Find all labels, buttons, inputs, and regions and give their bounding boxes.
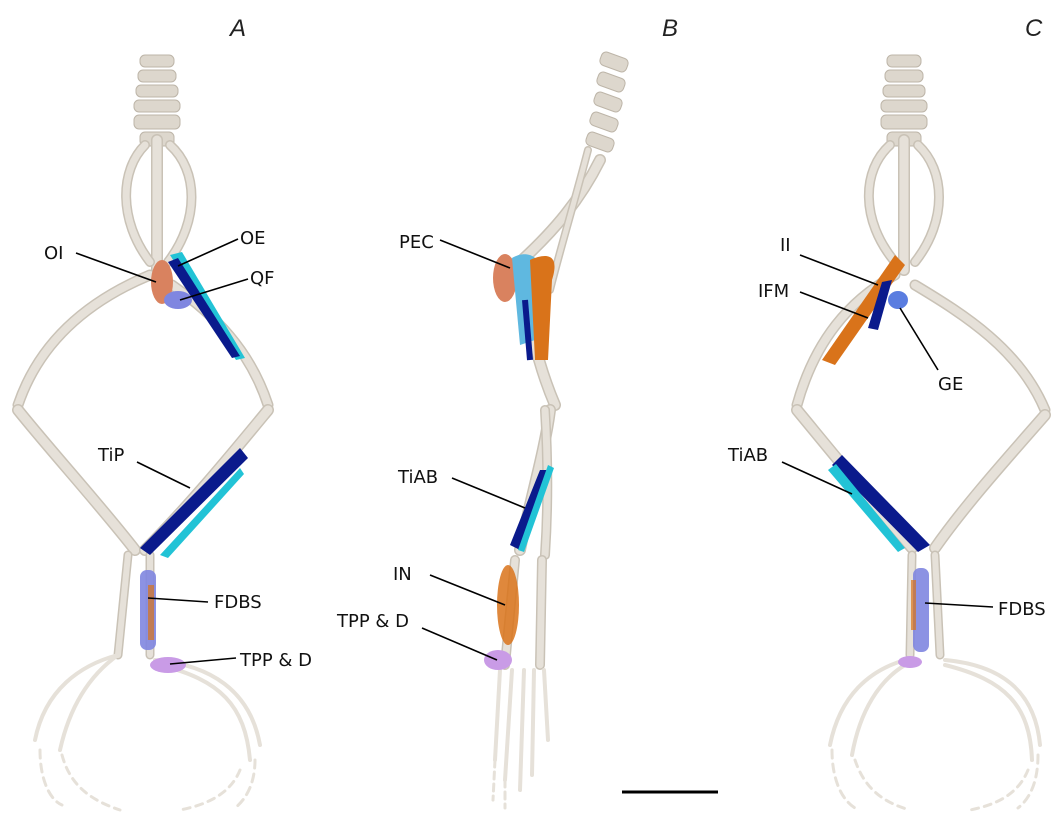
muscle-ii <box>822 255 905 365</box>
label-tppd-b: TPP & D <box>336 611 409 632</box>
label-ifm: IFM <box>758 281 789 302</box>
leader-pec <box>440 240 510 268</box>
muscle-qf <box>164 291 192 309</box>
label-tppd-a: TPP & D <box>239 650 312 671</box>
muscle-fdbs-inner <box>148 585 154 640</box>
label-tip: TiP <box>97 445 124 466</box>
label-pec: PEC <box>399 232 434 253</box>
label-oi: OI <box>44 243 63 264</box>
leader-in <box>430 575 505 605</box>
label-oe: OE <box>240 228 266 249</box>
panel-letter-c: C <box>1025 15 1043 42</box>
vertebral-column-b <box>584 51 629 154</box>
panel-b-labels: PEC TiAB IN TPP & D <box>336 232 525 660</box>
muscle-fdbs-c-inner <box>911 580 916 630</box>
label-tiab-b: TiAB <box>397 467 438 488</box>
leader-oe <box>178 239 238 266</box>
label-ge: GE <box>938 374 963 395</box>
muscle-tiab-navy-c <box>832 455 930 552</box>
vertebral-column-c <box>881 55 927 270</box>
panel-letter-a: A <box>228 15 246 42</box>
label-fdbs-c: FDBS <box>998 599 1046 620</box>
panel-a-skeleton <box>18 55 268 810</box>
label-tiab-c: TiAB <box>727 445 768 466</box>
leader-tppd-b <box>422 628 497 660</box>
label-in: IN <box>393 564 412 585</box>
panel-letter-b: B <box>662 15 678 42</box>
muscle-tppd-b <box>484 650 512 670</box>
vertebral-column <box>134 55 180 270</box>
muscle-ge <box>888 291 908 309</box>
label-fdbs-a: FDBS <box>214 592 262 613</box>
leader-ge <box>900 308 938 370</box>
leader-tip <box>137 462 190 488</box>
leader-fdbs-a <box>148 598 208 602</box>
muscle-in <box>497 565 519 645</box>
muscle-tppd <box>150 657 186 673</box>
panel-c-skeleton <box>797 55 1045 810</box>
panel-b-skeleton <box>493 51 630 808</box>
muscle-tppd-c <box>898 656 922 668</box>
leader-tiab-b <box>452 478 525 508</box>
label-ii: II <box>780 235 791 256</box>
label-qf: QF <box>250 268 275 289</box>
muscle-tip <box>140 448 248 555</box>
leader-ii <box>800 255 878 285</box>
